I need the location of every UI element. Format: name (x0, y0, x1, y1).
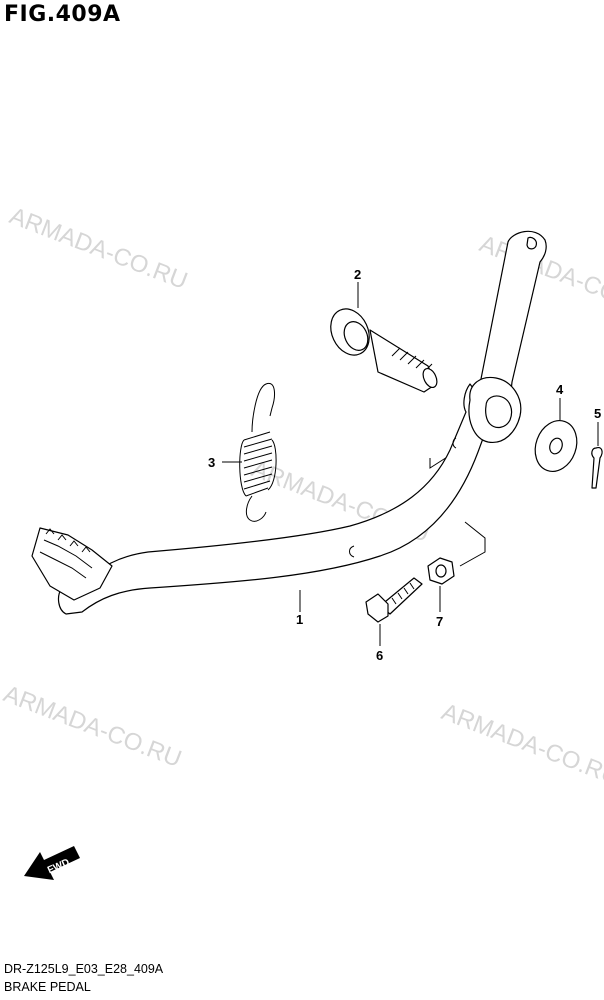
callout-1: 1 (296, 612, 303, 627)
callout-2: 2 (354, 267, 361, 282)
return-spring (239, 382, 277, 522)
figure-title: FIG.409A (4, 2, 121, 27)
guide-line-lower (459, 521, 486, 567)
watermark-5: ARMADA-CO.RU (438, 698, 604, 791)
washer (534, 420, 578, 472)
section-name: BRAKE PEDAL (4, 980, 91, 994)
watermark-1: ARMADA-CO.RU (6, 202, 191, 295)
brake-pedal (31, 230, 547, 615)
callout-6: 6 (376, 648, 383, 663)
callout-5: 5 (594, 406, 601, 421)
model-code: DR-Z125L9_E03_E28_409A (4, 962, 164, 976)
bolt (365, 577, 423, 623)
callout-7: 7 (436, 614, 443, 629)
fwd-arrow-icon: FWD (24, 846, 80, 880)
nut (427, 557, 455, 585)
callout-3: 3 (208, 455, 215, 470)
watermark-4: ARMADA-CO.RU (0, 680, 185, 773)
callout-4: 4 (556, 382, 564, 397)
cotter-pin (591, 447, 603, 489)
pivot-shaft (330, 308, 438, 393)
